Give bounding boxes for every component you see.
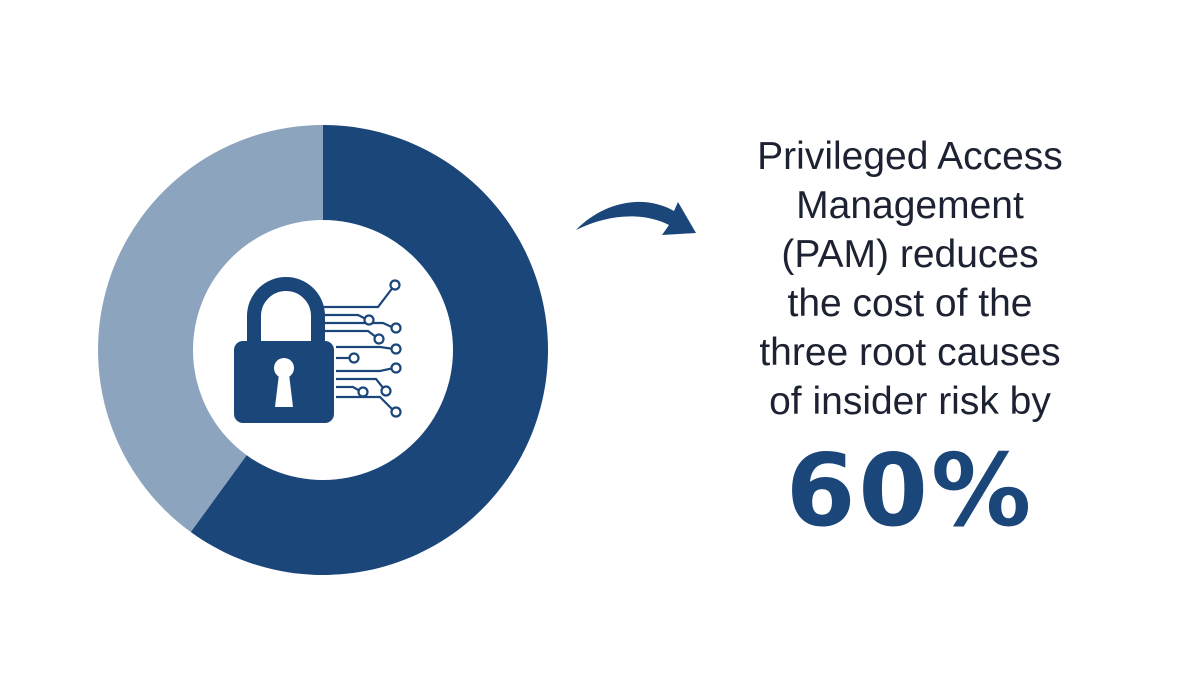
circuit-trace xyxy=(320,321,395,330)
circuit-node xyxy=(348,352,360,364)
curved-arrow-icon xyxy=(576,201,696,235)
padlock-circuit-icon xyxy=(234,277,402,423)
circuit-trace xyxy=(320,313,367,320)
statement-line: the cost of the xyxy=(787,282,1033,325)
circuit-trace xyxy=(336,377,385,390)
circuit-node xyxy=(390,343,402,355)
circuit-trace xyxy=(320,285,395,309)
statement-line: (PAM) reduces xyxy=(781,233,1039,276)
statement-line: of insider risk by xyxy=(769,380,1051,423)
statement-line: Privileged Access xyxy=(757,135,1063,178)
circuit-trace xyxy=(336,385,361,392)
padlock-shackle xyxy=(247,277,325,344)
circuit-node xyxy=(380,385,392,397)
padlock-keyhole-slot xyxy=(275,374,293,407)
padlock-keyhole-top xyxy=(274,358,294,378)
statement-line: Management xyxy=(796,184,1024,227)
circuit-node xyxy=(373,333,385,345)
donut-chart-svg xyxy=(98,125,548,575)
statement-line: three root causes xyxy=(759,331,1061,374)
circuit-trace xyxy=(336,395,395,412)
circuit-node xyxy=(390,322,402,334)
circuit-node xyxy=(390,362,402,374)
circuit-trace xyxy=(336,366,395,373)
circuit-traces xyxy=(320,285,395,412)
circuit-node xyxy=(390,406,402,418)
circuit-trace xyxy=(336,345,395,351)
circuit-node xyxy=(363,314,375,326)
circuit-nodes xyxy=(348,279,402,418)
circuit-node xyxy=(357,386,369,398)
circuit-trace xyxy=(320,329,377,338)
circuit-node xyxy=(389,279,401,291)
stat-value: 60% xyxy=(785,432,1035,549)
donut-chart xyxy=(98,125,548,575)
